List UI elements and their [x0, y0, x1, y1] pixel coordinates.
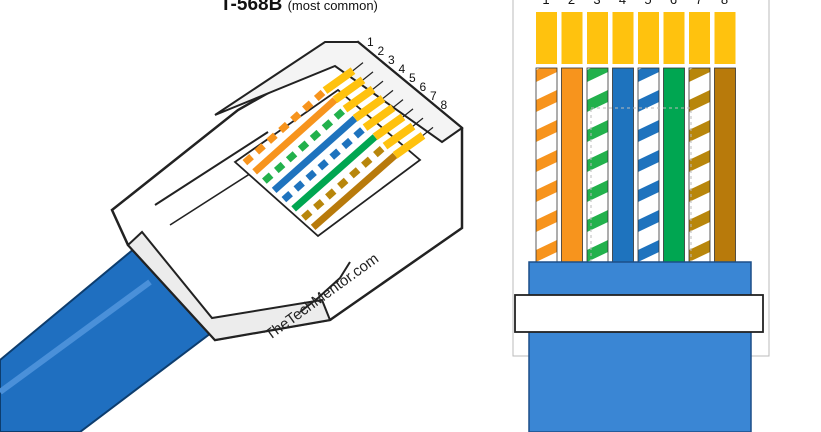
top-gold-contacts	[536, 12, 736, 64]
wire-pin-1	[535, 67, 558, 265]
straight-wires	[535, 67, 736, 265]
top-pin-label: 8	[721, 0, 728, 7]
pin-leader-line	[372, 80, 384, 90]
plug-pin-label: 8	[441, 98, 448, 112]
plug-top-face	[214, 41, 464, 144]
plug-wire-5	[281, 125, 368, 203]
plug-contact	[352, 95, 386, 122]
cable-highlight	[0, 279, 152, 395]
wire-pin-6	[663, 67, 685, 265]
pin-leader-line	[382, 89, 394, 99]
gold-contact	[536, 12, 557, 64]
gold-contact	[587, 12, 608, 64]
top-pin-label: 7	[695, 0, 702, 7]
plug-wire-7	[301, 143, 388, 221]
gold-contact	[689, 12, 710, 64]
plug-wire-2	[252, 97, 338, 175]
plug-wire-3	[262, 106, 348, 184]
cable-boot	[528, 261, 752, 432]
plug-pin-label: 3	[388, 53, 395, 67]
pin-leader-line	[362, 71, 374, 81]
wire-order-view: 1 2 3 4 5 6 7 8	[512, 0, 770, 432]
pin-leader-line	[392, 99, 404, 109]
plug-wires	[242, 88, 398, 231]
gold-contact	[663, 12, 685, 64]
plug-contact	[332, 76, 366, 104]
plug-contact	[372, 113, 406, 141]
plug-clip	[299, 261, 351, 313]
gold-contact	[561, 12, 583, 64]
gold-contact	[638, 12, 659, 64]
strain-relief-band	[514, 294, 764, 333]
plug-contact	[342, 85, 376, 113]
plug-wire-1	[242, 88, 328, 166]
plug-wire-6	[291, 134, 378, 212]
plug-edge-line	[154, 131, 269, 206]
plug-pin-label: 7	[430, 89, 437, 103]
top-pin-label: 2	[568, 0, 575, 7]
wire-pin-5	[637, 67, 660, 265]
plug-wire-4	[271, 115, 358, 193]
top-pin-label: 5	[644, 0, 651, 7]
plug-contact	[382, 122, 416, 150]
pin-leader-line	[412, 117, 424, 127]
top-pin-label: 3	[593, 0, 600, 7]
plug-pin-label: 2	[378, 44, 385, 58]
plug-wire-8	[310, 152, 398, 231]
cable-jacket	[0, 246, 217, 432]
top-pin-label: 1	[542, 0, 549, 7]
gold-contact	[612, 12, 634, 64]
wire-pin-8	[714, 67, 736, 265]
top-pin-labels: 1 2 3 4 5 6 7 8	[542, 0, 728, 7]
plug-pin-label: 4	[399, 62, 406, 76]
top-pin-label: 6	[670, 0, 677, 7]
plug-pin-label: 5	[409, 71, 416, 85]
plug-pin-label: 1	[367, 35, 374, 49]
wire-pin-7	[688, 67, 711, 265]
top-pin-label: 4	[619, 0, 626, 7]
plug-pin-label: 6	[420, 80, 427, 94]
plug-side-face	[126, 230, 332, 342]
diagram-title: T-568B (most common)	[220, 0, 480, 16]
title-standard: T-568B	[220, 0, 283, 15]
pin-leader-line	[422, 126, 434, 136]
crimp-guide-dashed	[590, 107, 692, 269]
plug-contact	[362, 104, 396, 131]
plug-contact	[392, 132, 426, 159]
pin-leader-line	[402, 108, 414, 118]
wire-pin-3	[586, 67, 609, 265]
wire-pin-2	[561, 67, 583, 265]
plug-gold-contacts	[322, 67, 426, 159]
plug-contact	[322, 67, 356, 94]
wire-pin-4	[612, 67, 634, 265]
title-subtitle: (most common)	[287, 0, 378, 13]
gold-contact	[714, 12, 736, 64]
pin-leader-line	[352, 62, 364, 72]
